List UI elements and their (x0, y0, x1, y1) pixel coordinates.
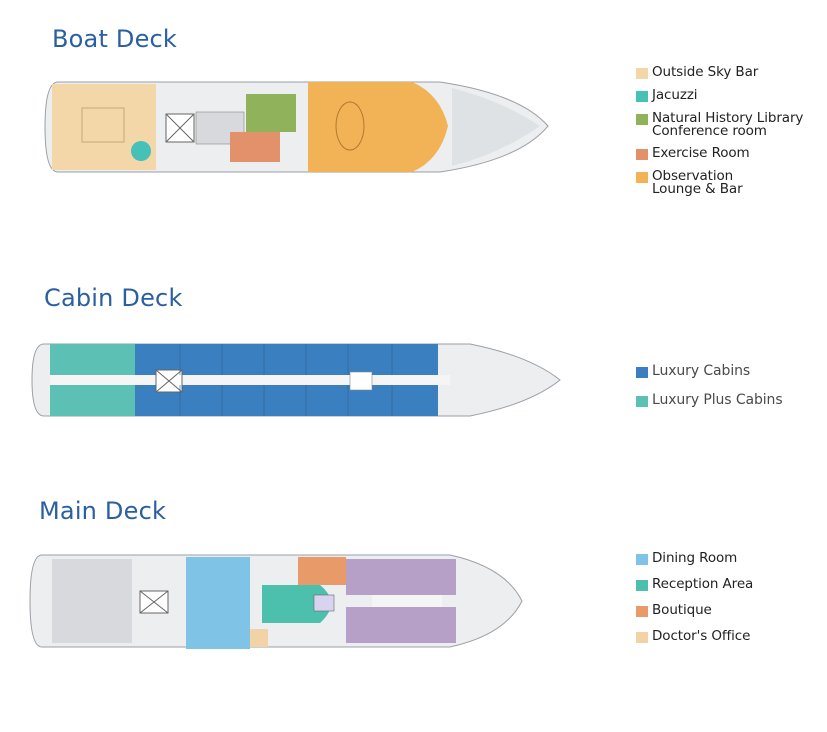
legend-swatch (636, 172, 648, 183)
cabin-deck-legend: Luxury Cabins Luxury Plus Cabins (636, 363, 783, 417)
boat-deck-observation-lounge (308, 82, 448, 172)
cabin-deck-corridor (50, 375, 450, 385)
legend-label: Luxury Cabins (652, 363, 751, 379)
main-deck-purser (313, 594, 335, 612)
main-deck-stairwell-cross-2 (139, 590, 169, 614)
legend-swatch (636, 632, 648, 643)
cabin-deck-luxury-starboard (135, 385, 438, 416)
cabin-deck-luxury-plus-starboard (50, 385, 135, 416)
legend-label: Natural History Library Conference room (652, 110, 804, 139)
legend-item-library: Natural History Library Conference room (636, 110, 804, 147)
legend-label: Boutique (652, 602, 712, 618)
boat-deck-bow (452, 88, 540, 166)
main-deck-reception-area (262, 585, 331, 623)
boat-deck-sky-bar-tables (81, 107, 125, 143)
legend-swatch (636, 114, 648, 125)
legend-swatch (636, 149, 648, 160)
legend-label: Reception Area (652, 576, 754, 592)
legend-label: Outside Sky Bar (652, 64, 759, 80)
main-deck-crew-cabins-port (346, 559, 456, 595)
legend-swatch (636, 606, 648, 617)
legend-item-outside-sky-bar: Outside Sky Bar (636, 64, 803, 89)
cabin-deck-aft-stairs (349, 371, 373, 391)
legend-item-luxury-cabins: Luxury Cabins (636, 363, 783, 394)
legend-swatch (636, 396, 648, 407)
legend-swatch (636, 91, 648, 102)
legend-item-dining-room: Dining Room (636, 550, 753, 578)
main-deck-corridor (372, 595, 442, 607)
legend-item-observation-lounge: Observation Lounge & Bar (636, 168, 803, 200)
main-deck-doctors-office (250, 629, 268, 647)
legend-item-exercise-room: Exercise Room (636, 145, 803, 170)
legend-label: Luxury Plus Cabins (652, 392, 783, 408)
deck-title-main: Main Deck (39, 497, 167, 525)
legend-swatch (636, 554, 648, 565)
main-deck-boutique (298, 557, 346, 585)
main-deck-aft-cabins (52, 559, 132, 643)
legend-item-boutique: Boutique (636, 602, 753, 630)
legend-item-doctors-office: Doctor's Office (636, 628, 753, 653)
boat-deck-plan (44, 81, 549, 173)
legend-swatch (636, 68, 648, 79)
deck-title-cabin: Cabin Deck (44, 284, 183, 312)
cabin-deck-luxury-port (135, 344, 438, 375)
legend-swatch (636, 367, 648, 378)
legend-swatch (636, 580, 648, 591)
deck-title-boat: Boat Deck (52, 25, 178, 53)
cabin-deck-plan (31, 343, 561, 417)
legend-label: Jacuzzi (652, 87, 698, 103)
boat-deck-library (246, 94, 296, 132)
legend-item-luxury-plus-cabins: Luxury Plus Cabins (636, 392, 783, 417)
boat-deck-stairwell-cross-2 (165, 113, 195, 143)
main-deck-crew-cabins-starboard (346, 607, 456, 643)
legend-item-reception-area: Reception Area (636, 576, 754, 604)
legend-label: Observation Lounge & Bar (652, 168, 743, 197)
cabin-deck-luxury-plus-port (50, 344, 135, 375)
boat-deck-bar-counter (335, 101, 365, 151)
legend-label: Doctor's Office (652, 628, 751, 644)
legend-label: Exercise Room (652, 145, 750, 161)
boat-deck-legend: Outside Sky Bar Jacuzzi Natural History … (636, 64, 804, 200)
main-deck-dining-room (186, 557, 250, 649)
boat-deck-jacuzzi (131, 141, 151, 161)
main-deck-legend: Dining Room Reception Area Boutique Doct… (636, 550, 754, 653)
legend-item-jacuzzi: Jacuzzi (636, 87, 803, 112)
legend-label: Dining Room (652, 550, 738, 566)
cabin-deck-stairwell-cross-2 (155, 369, 183, 393)
boat-deck-exercise-room (230, 132, 280, 162)
main-deck-plan (29, 554, 523, 649)
